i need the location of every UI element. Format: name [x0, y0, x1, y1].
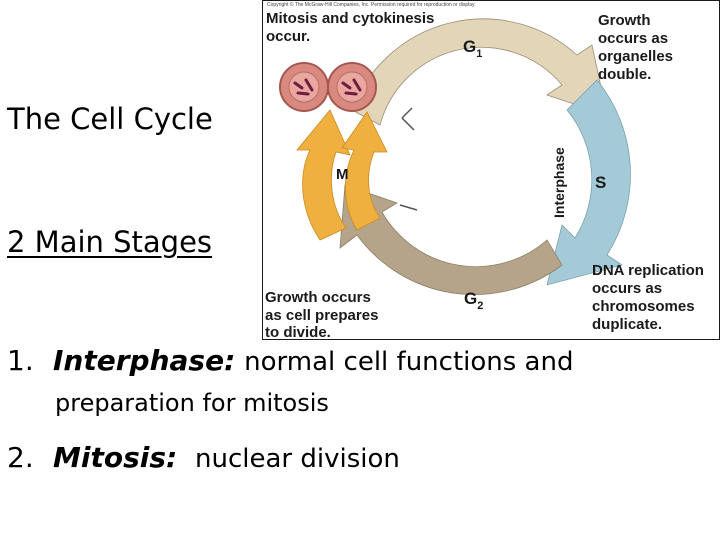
growth-note-line: occurs as	[598, 30, 668, 47]
mitosis-note-line: Mitosis and cytokinesis	[266, 10, 434, 27]
g2-note: Growth occurs as cell prepares to divide…	[265, 289, 383, 340]
list-item-mitosis: 2. Mitosis: nuclear division	[7, 441, 400, 474]
list-number: 1.	[7, 344, 34, 377]
list-description: normal cell functions and	[244, 347, 574, 377]
list-term: Mitosis:	[53, 441, 178, 474]
interphase-tick-lower	[399, 204, 418, 211]
g1-label: G1	[463, 37, 482, 60]
dna-note-line: occurs as	[592, 280, 662, 297]
growth-note-line: Growth	[598, 12, 651, 29]
mitosis-note-line: occur.	[266, 28, 310, 45]
g2-note-line: Growth occurs	[265, 289, 371, 306]
list-number: 2.	[7, 441, 34, 474]
m-label: M	[336, 166, 349, 183]
list-item-interphase: 1. Interphase: normal cell functions and	[7, 344, 573, 377]
g2-note-line: to divide.	[265, 324, 331, 340]
dna-note: DNA replication occurs as chromosomes du…	[592, 262, 708, 333]
mitosis-note: Mitosis and cytokinesis occur.	[266, 10, 439, 45]
list-term: Interphase:	[53, 344, 236, 377]
interphase-label: Interphase	[551, 147, 567, 218]
m-arrow-right	[341, 111, 388, 231]
m-arrow-left	[296, 109, 351, 241]
interphase-tick	[401, 107, 415, 131]
dna-note-line: chromosomes	[592, 298, 695, 315]
slide-title: The Cell Cycle	[7, 102, 213, 136]
copyright-text: Copyright © The McGraw-Hill Companies, I…	[267, 1, 476, 8]
g2-label: G2	[464, 289, 483, 312]
growth-note-line: organelles	[598, 48, 673, 65]
cell-cycle-diagram: Copyright © The McGraw-Hill Companies, I…	[262, 0, 720, 340]
dna-note-line: DNA replication	[592, 262, 704, 279]
slide-subtitle: 2 Main Stages	[7, 225, 213, 259]
growth-note: Growth occurs as organelles double.	[598, 12, 677, 83]
dna-note-line: duplicate.	[592, 316, 662, 333]
daughter-cell-left	[279, 62, 329, 112]
daughter-cell-right	[327, 62, 377, 112]
s-arrow	[546, 79, 631, 286]
s-label: S	[595, 173, 606, 192]
g2-arrow	[339, 184, 563, 295]
growth-note-line: double.	[598, 66, 651, 83]
list-description-continued: preparation for mitosis	[55, 389, 329, 417]
g2-note-line: as cell prepares	[265, 307, 378, 324]
list-description: nuclear division	[195, 444, 400, 474]
